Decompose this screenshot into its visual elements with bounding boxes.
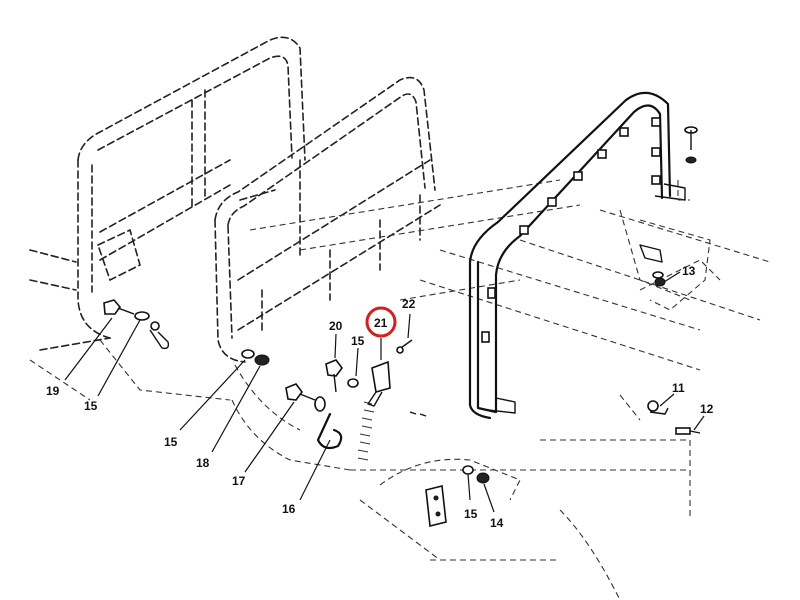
roll-bar (468, 91, 686, 420)
roll-bar-mount-bolts (677, 126, 698, 201)
part-17-bolt (244, 383, 326, 473)
part-22-pin (396, 313, 413, 354)
callout-21: 21 (374, 316, 388, 330)
callout-12: 12 (700, 402, 714, 416)
part-21-clip (367, 338, 391, 407)
callout-15-bottom: 15 (464, 507, 478, 521)
callout-14: 14 (490, 516, 504, 530)
callout-16: 16 (282, 502, 296, 516)
part-18-nut (179, 349, 270, 453)
callout-22: 22 (402, 297, 416, 311)
part-13-bracket (639, 244, 681, 287)
part-14-nut (476, 472, 495, 513)
part-19-bolt (64, 299, 170, 397)
strap-hatching (357, 401, 427, 461)
part-15-bottom-washer (462, 465, 474, 501)
rear-frame-outline (29, 36, 306, 351)
callout-13: 13 (682, 264, 696, 278)
callout-20: 20 (329, 319, 343, 333)
part-20-bolt (325, 333, 343, 393)
bottom-bracket (425, 485, 447, 527)
callout-15-left: 15 (84, 399, 98, 413)
middle-frame-outline (214, 76, 441, 363)
part-16-hook (299, 412, 343, 501)
vehicle-body-outline (29, 179, 771, 600)
part-15-washer (347, 347, 359, 388)
callout-11: 11 (672, 381, 685, 395)
part-11-12-pin (647, 393, 705, 435)
callout-21-highlight-ring (365, 306, 397, 338)
callout-19: 19 (46, 384, 60, 398)
callout-18: 18 (196, 456, 210, 470)
callout-17: 17 (232, 474, 246, 488)
callout-15-middle: 15 (164, 435, 178, 449)
callout-15-center: 15 (351, 334, 365, 348)
